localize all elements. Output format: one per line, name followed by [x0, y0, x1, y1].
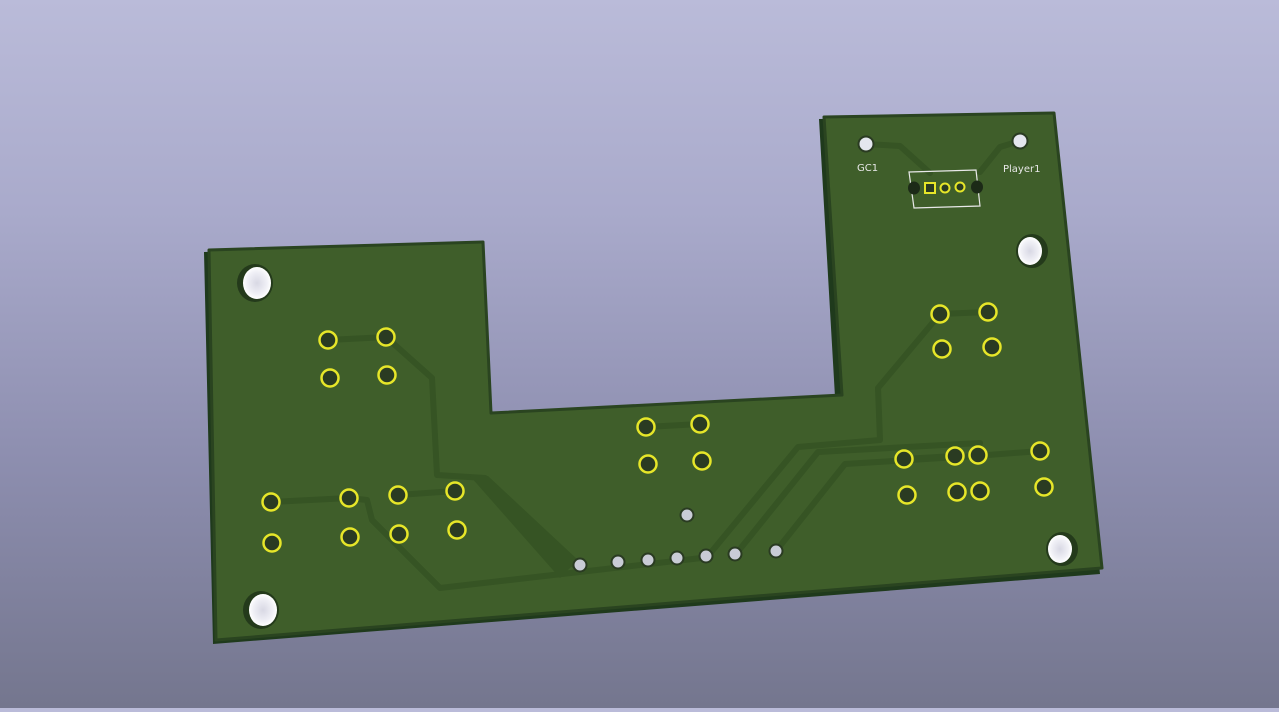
copper-pour	[470, 476, 578, 578]
vias	[572, 132, 1029, 573]
mounting-holes	[237, 234, 1078, 629]
silkscreen-label-gc1: GC1	[857, 163, 878, 174]
silkscreen-label-player1: Player1	[1003, 164, 1040, 175]
through-hole-pads	[261, 302, 1054, 553]
connector-footprint	[908, 169, 983, 209]
pcb-board	[207, 111, 1104, 642]
